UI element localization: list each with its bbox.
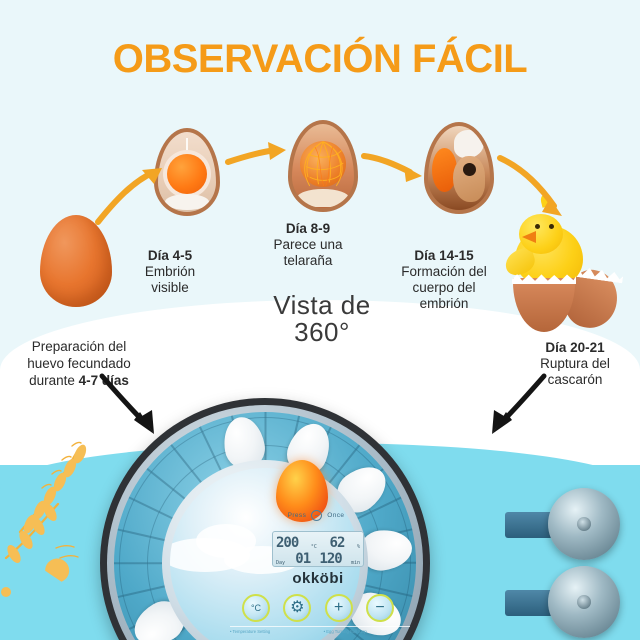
- flow-arrow-2-icon: [225, 142, 286, 165]
- decrease-button[interactable]: −: [365, 594, 394, 622]
- legend-item-0: • Temperature Setting: [230, 629, 271, 634]
- vista-360-label: Vista de 360°: [232, 292, 412, 346]
- lcd-countdown-unit: min: [350, 560, 360, 566]
- lcd-countdown-value: 120: [319, 551, 342, 567]
- chick-eye-left: [535, 224, 540, 229]
- water-refill-cap-2[interactable]: [548, 566, 620, 638]
- stage-day-1: Día 4-5: [147, 248, 193, 263]
- stage-caption-4: Día 20-21 Ruptura del cascarón: [512, 340, 638, 388]
- stage-caption-3: Día 14-15 Formación del cuerpo del embri…: [386, 248, 502, 312]
- lcd-day-label: Day: [276, 560, 286, 566]
- egg-albumen-detail: [164, 194, 210, 210]
- page-title: OBSERVACIÓN FÁCIL: [112, 37, 528, 81]
- stage-line-1b: visible: [151, 280, 189, 295]
- press-minus-icon: −: [311, 510, 323, 521]
- lcd-day-value: 01: [295, 551, 311, 567]
- stage-line-2a: Parece una: [273, 237, 343, 252]
- press-label-left: Press: [287, 512, 307, 519]
- egg-vein-web-icon: [304, 141, 344, 187]
- water-refill-cap-1[interactable]: [548, 488, 620, 560]
- preparation-note: Preparación del huevo fecundado durante …: [6, 338, 152, 389]
- preparation-line-3-prefix: durante: [29, 373, 79, 388]
- wheat-decoration-icon: [1, 441, 87, 597]
- stage-day-2: Día 8-9: [285, 221, 331, 236]
- lcd-row-top: 200 °C 62 %: [276, 534, 360, 550]
- increase-button[interactable]: +: [324, 594, 353, 622]
- egg-yolk-detail: [431, 147, 457, 192]
- lcd-temperature-value: 200: [276, 535, 299, 551]
- press-label-right: Once: [327, 512, 345, 519]
- stage-icon-egg-chick-form: [424, 122, 494, 214]
- flow-arrow-1-icon: [95, 168, 162, 225]
- stage-day-4: Día 20-21: [545, 340, 605, 355]
- stage-line-3a: Formación del: [401, 264, 487, 279]
- stage-day-3: Día 14-15: [414, 248, 474, 263]
- legend-item-1: • Egg Turning Ball Stop: [323, 629, 367, 634]
- egg-albumen-detail: [296, 189, 350, 207]
- egg-airsac-detail: [454, 130, 484, 158]
- egg-crack-detail: [185, 138, 188, 164]
- stage-line-4b: cascarón: [547, 372, 603, 387]
- incubator-device[interactable]: Press − Once 200 °C 62 % Day 01 120 min …: [100, 398, 430, 640]
- stage-line-3c: embrión: [419, 296, 469, 311]
- stage-line-2b: telaraña: [283, 253, 333, 268]
- chick-eye-right: [549, 224, 554, 229]
- egg-yolk-detail: [167, 153, 207, 194]
- chick-beak: [522, 231, 536, 243]
- chick-head: [519, 194, 563, 254]
- flow-arrow-3-icon: [361, 153, 422, 182]
- embryo-eye-detail: [462, 162, 476, 176]
- incubator-legend: • Temperature Setting • Egg Turning Ball…: [230, 626, 410, 634]
- stage-line-4a: Ruptura del: [540, 356, 610, 371]
- press-once-hint: Press − Once: [260, 510, 372, 521]
- stage-caption-1: Día 4-5 Embrión visible: [118, 248, 222, 296]
- pointer-arrow-left-icon: [99, 373, 154, 434]
- lcd-row-bottom: Day 01 120 min: [276, 550, 360, 566]
- lcd-temperature-unit: °C: [310, 544, 317, 550]
- vista-line-2: 360°: [294, 317, 350, 347]
- vista-line-1: Vista de: [273, 290, 371, 320]
- lcd-humidity-value: 62: [329, 535, 346, 551]
- incubator-button-row[interactable]: °C ⚙ +−: [242, 594, 394, 622]
- stage-icon-hatching-chick: [502, 194, 624, 334]
- preparation-line-1: Preparación del: [31, 339, 127, 354]
- settings-gear-button[interactable]: ⚙: [283, 594, 312, 622]
- stage-icon-fertilized-egg: [40, 215, 112, 307]
- incubator-lcd-display: 200 °C 62 % Day 01 120 min: [272, 531, 364, 567]
- stage-icon-egg-veins: [288, 120, 358, 212]
- lcd-humidity-unit: %: [356, 544, 360, 550]
- pointer-arrow-right-icon: [492, 373, 547, 434]
- preparation-line-2: huevo fecundado: [27, 356, 131, 371]
- stage-line-1a: Embrión: [144, 264, 196, 279]
- flow-arrow-4-icon: [497, 155, 562, 216]
- temperature-setting-button[interactable]: °C: [242, 594, 270, 622]
- stage-caption-2: Día 8-9 Parece una telaraña: [252, 221, 364, 269]
- broken-shell-bottom: [513, 278, 575, 332]
- egg-yolk-detail: [300, 141, 346, 188]
- brand-logo-text: okköbi: [292, 570, 344, 587]
- stage-line-3b: cuerpo del: [412, 280, 476, 295]
